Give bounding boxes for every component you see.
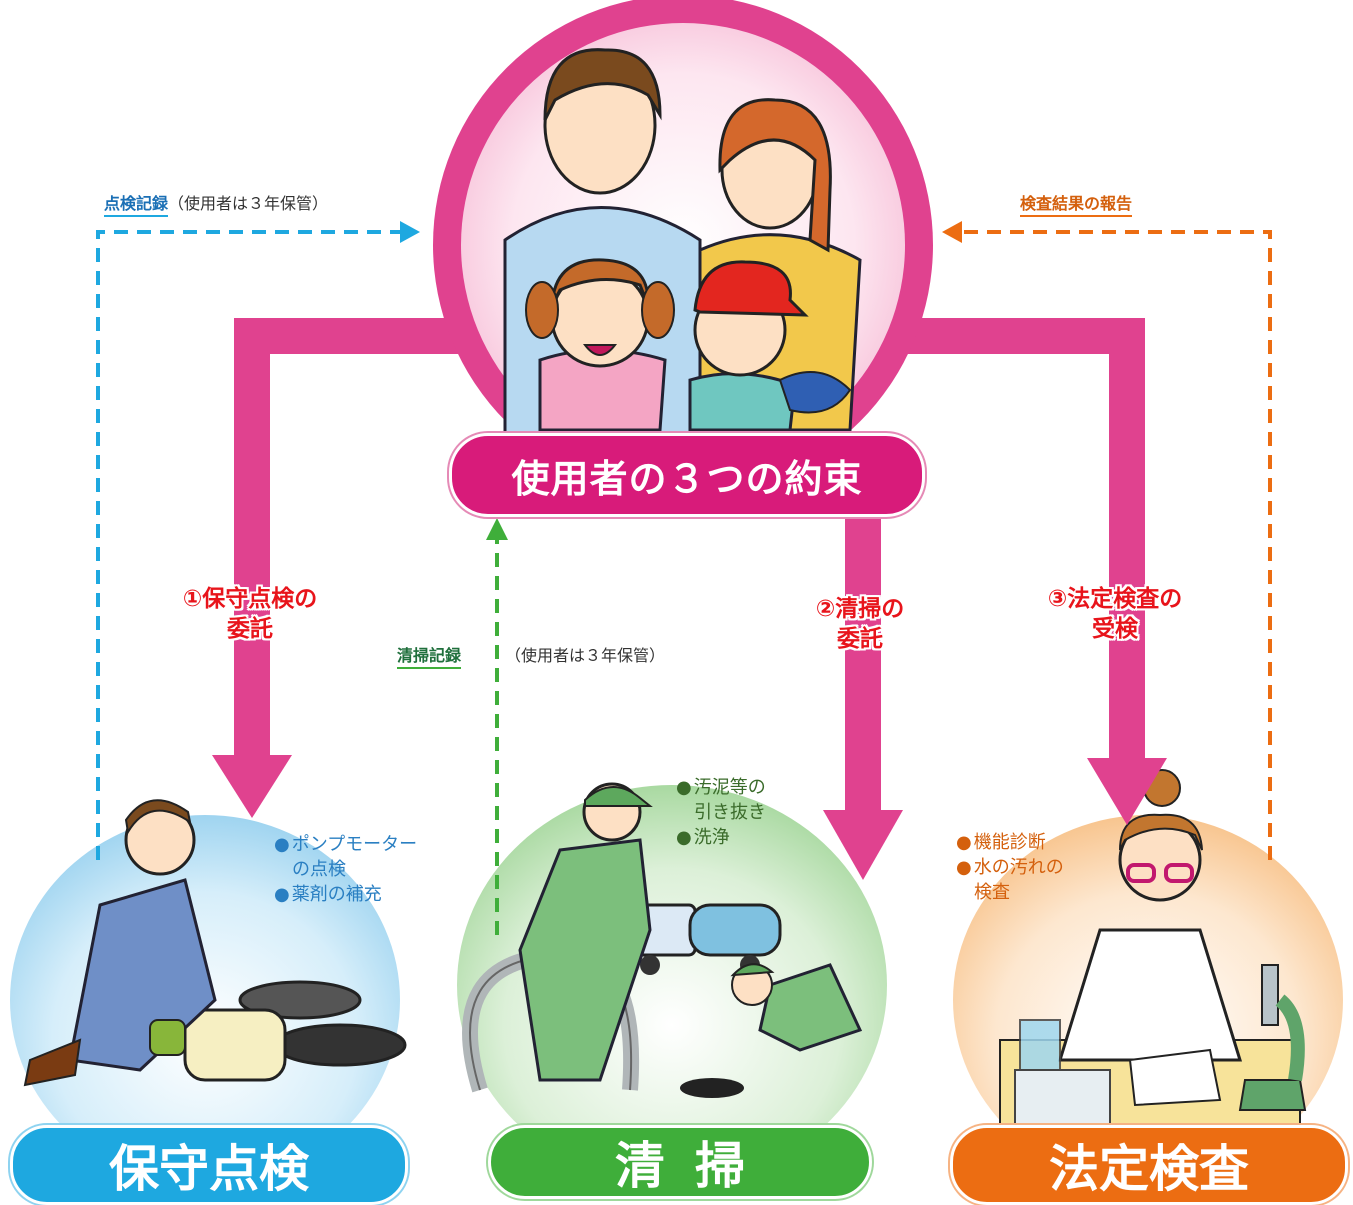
family-illustration bbox=[433, 0, 933, 495]
section-inspection-title: 法定検査 bbox=[1049, 1140, 1249, 1198]
promise-2-line2: 委託 bbox=[837, 626, 883, 652]
bullet-dot: ● bbox=[274, 884, 290, 905]
promise-3-line2: 受検 bbox=[1092, 616, 1138, 642]
cleaning-task-1-line2: 引き抜き bbox=[694, 802, 766, 823]
inspection-task-1: ●機能診断 bbox=[956, 830, 1064, 855]
inspection-tasks: ●機能診断 ●水の汚れの 検査 bbox=[956, 830, 1064, 905]
inspection-record-key: 検査結果の報告 bbox=[1020, 194, 1133, 217]
cleaning-record-note: （使用者は３年保管） bbox=[505, 646, 666, 665]
cleaning-task-1-line1: 汚泥等の bbox=[693, 777, 766, 798]
inspection-scene bbox=[953, 769, 1343, 1185]
bullet-dot: ● bbox=[676, 827, 692, 848]
bullet-dot: ● bbox=[676, 777, 692, 798]
maintenance-task-2: ●薬剤の補充 bbox=[274, 882, 417, 907]
promise-1: ①保守点検の 委託 bbox=[150, 584, 350, 644]
inspection-record-label: 検査結果の報告 bbox=[1020, 190, 1133, 217]
promise-3-line1: ③法定検査の bbox=[1047, 586, 1183, 612]
section-maintenance-title: 保守点検 bbox=[109, 1140, 309, 1198]
inspection-task-2: ●水の汚れの bbox=[956, 855, 1064, 880]
inspection-task-2-line2: 検査 bbox=[974, 882, 1010, 903]
promise-3: ③法定検査の 受検 bbox=[1015, 584, 1215, 644]
center-title: 使用者の３つの約束 bbox=[511, 456, 863, 501]
maintenance-task-1: ●ポンプモーター bbox=[274, 832, 417, 857]
maintenance-record-note: （使用者は３年保管） bbox=[168, 194, 329, 213]
section-inspection-badge: 法定検査 bbox=[950, 1125, 1348, 1205]
maintenance-tasks: ●ポンプモーター の点検 ●薬剤の補充 bbox=[274, 832, 417, 907]
cleaning-record-key: 清掃記録 bbox=[397, 646, 462, 669]
cleaning-record-note-wrap: （使用者は３年保管） bbox=[505, 642, 665, 666]
cleaning-task-2-line1: 洗浄 bbox=[693, 827, 730, 848]
inspection-task-1-line1: 機能診断 bbox=[973, 832, 1046, 853]
maintenance-task-1-line2: の点検 bbox=[292, 859, 346, 880]
bullet-dot: ● bbox=[956, 832, 972, 853]
bullet-dot: ● bbox=[274, 834, 290, 855]
cleaning-task-1: ●汚泥等の bbox=[676, 775, 766, 800]
section-cleaning-title: 清掃 bbox=[615, 1137, 775, 1195]
maintenance-record-label: 点検記録（使用者は３年保管） bbox=[104, 190, 329, 217]
maintenance-task-1-line1: ポンプモーター bbox=[291, 834, 418, 855]
promise-1-line1: ①保守点検の bbox=[182, 586, 318, 612]
promise-1-line2: 委託 bbox=[227, 616, 273, 642]
section-maintenance-badge: 保守点検 bbox=[10, 1125, 408, 1205]
inspection-task-2-line1: 水の汚れの bbox=[973, 857, 1064, 878]
cleaning-task-2: ●洗浄 bbox=[676, 825, 766, 850]
bullet-dot: ● bbox=[956, 857, 972, 878]
maintenance-task-2-line1: 薬剤の補充 bbox=[291, 884, 382, 905]
promise-2: ②清掃の 委託 bbox=[770, 594, 950, 654]
cleaning-scene bbox=[457, 782, 887, 1185]
promise-2-line1: ②清掃の bbox=[815, 596, 905, 622]
section-cleaning-badge: 清掃 bbox=[488, 1125, 872, 1199]
maintenance-scene bbox=[10, 799, 407, 1185]
maintenance-record-key: 点検記録 bbox=[104, 194, 169, 217]
center-title-badge: 使用者の３つの約束 bbox=[449, 433, 925, 517]
cleaning-tasks: ●汚泥等の 引き抜き ●洗浄 bbox=[676, 775, 766, 850]
cleaning-record-label: 清掃記録 bbox=[397, 642, 462, 669]
